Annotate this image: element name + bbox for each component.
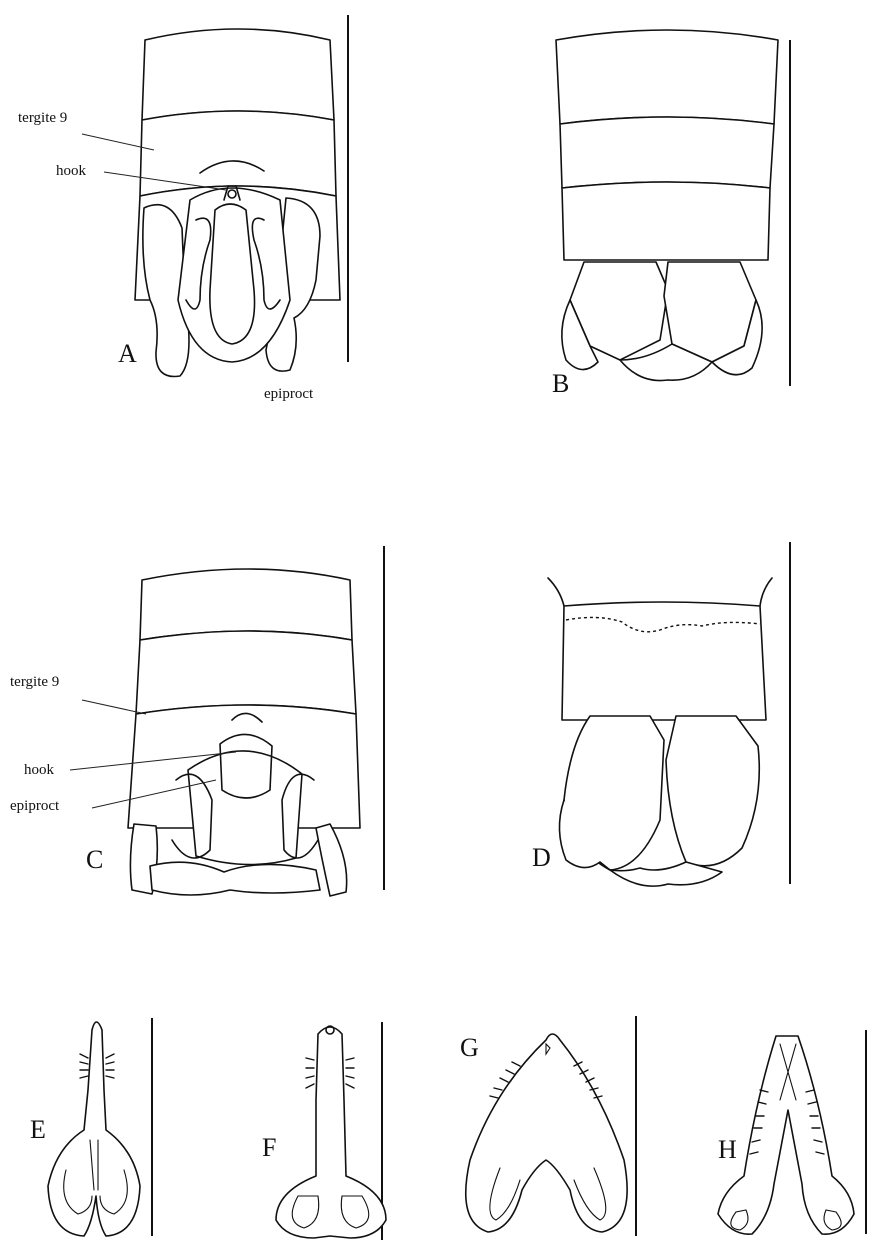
label-hook-a: hook bbox=[56, 163, 87, 179]
panel-d: D bbox=[532, 542, 790, 886]
label-hook-c: hook bbox=[24, 762, 55, 778]
label-epiproct-a: epiproct bbox=[264, 386, 314, 402]
panel-b: B bbox=[552, 30, 790, 398]
panel-a: tergite 9 hook epiproct A bbox=[18, 15, 348, 402]
label-tergite-9-c: tergite 9 bbox=[10, 674, 59, 690]
panel-letter-b: B bbox=[552, 369, 569, 398]
label-epiproct-c: epiproct bbox=[10, 798, 60, 814]
panel-e: E bbox=[30, 1018, 152, 1236]
panel-letter-g: G bbox=[460, 1033, 479, 1062]
panel-letter-e: E bbox=[30, 1115, 46, 1144]
panel-c: tergite 9 hook epiproct C bbox=[10, 546, 384, 896]
panel-h: H bbox=[718, 1030, 866, 1234]
panel-letter-h: H bbox=[718, 1135, 737, 1164]
panel-letter-c: C bbox=[86, 845, 103, 874]
label-tergite-9-a: tergite 9 bbox=[18, 110, 67, 126]
panel-g: G bbox=[460, 1016, 636, 1236]
panel-letter-d: D bbox=[532, 843, 551, 872]
panel-letter-a: A bbox=[118, 339, 137, 368]
panel-letter-f: F bbox=[262, 1133, 276, 1162]
panel-f: F bbox=[262, 1022, 386, 1240]
